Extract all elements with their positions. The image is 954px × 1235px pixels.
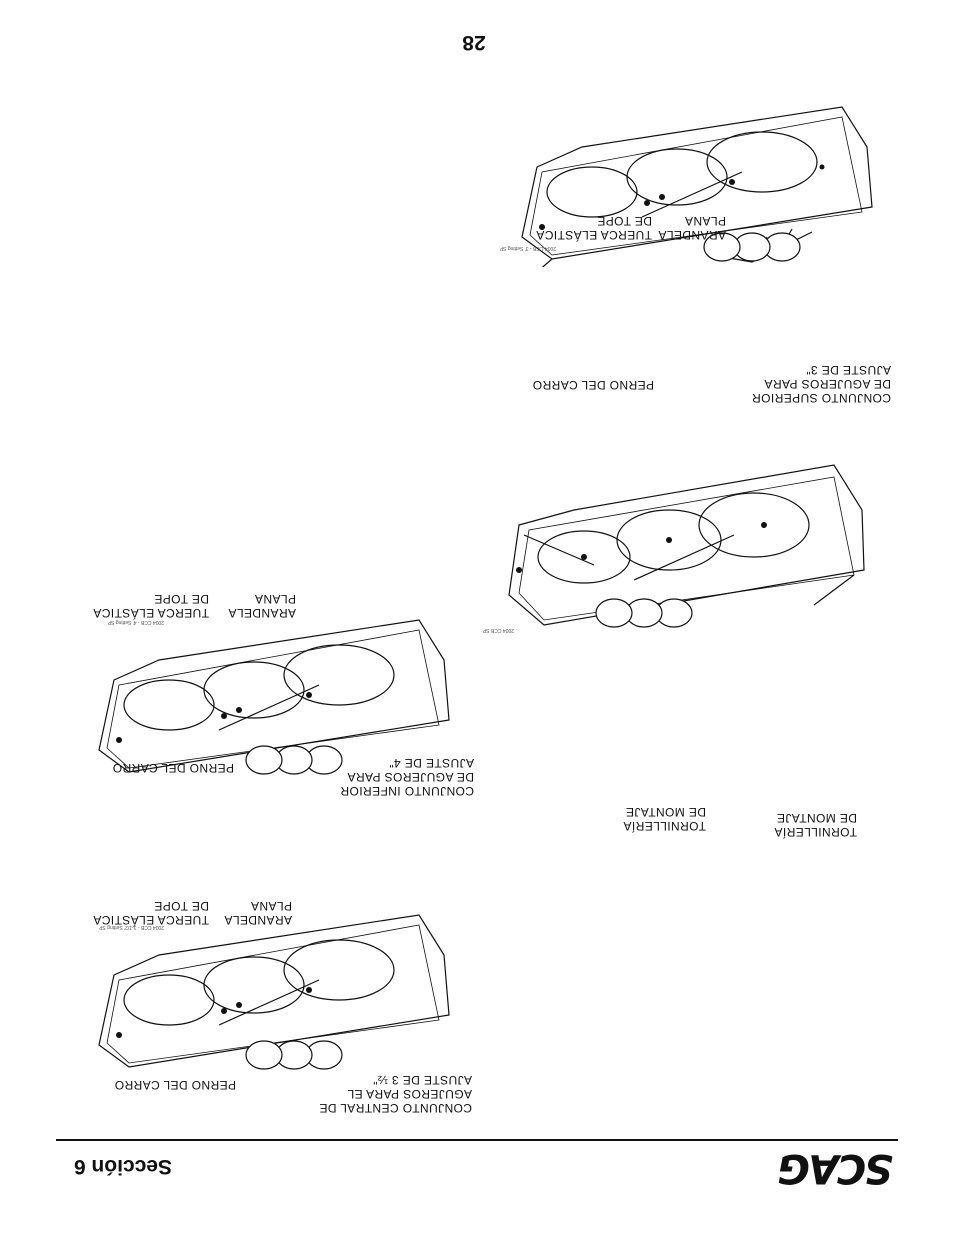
label-hole-assembly: CONJUNTO CENTRAL DE AGUJEROS PARA EL AJU… <box>319 1073 472 1115</box>
label-lock-nut: TUERCA ELÁSTICA DE TOPE <box>92 592 209 620</box>
label-flat-washer: ARANDELA PLANA <box>658 214 726 242</box>
section-title: Sección 6 <box>73 1155 172 1178</box>
figure-id: 2004 CCB SP <box>482 627 514 633</box>
figure-id: 2004 CCB - 3' Setting SP <box>499 245 556 251</box>
label-flat-washer: ARANDELA PLANA <box>224 899 292 927</box>
mower-deck-drawing <box>508 464 865 628</box>
brand-wordmark: SCAG <box>779 1145 893 1191</box>
mower-deck-drawing <box>521 106 873 267</box>
label-carriage-bolt: PERNO DEL CARRO <box>112 761 234 775</box>
header-rule <box>56 1139 898 1141</box>
page-number: 28 <box>462 31 486 54</box>
label-lock-nut: TUERCA ELÁSTICA DE TOPE <box>92 899 209 927</box>
label-mounting-hardware-left: TORNILLERÍA DE MONTAJE <box>774 811 857 839</box>
mower-deck-drawing <box>98 914 450 1070</box>
label-carriage-bolt: PERNO DEL CARRO <box>532 378 654 392</box>
label-carriage-bolt: PERNO DEL CARRO <box>114 1078 236 1092</box>
label-flat-washer: ARANDELA PLANA <box>228 592 296 620</box>
label-lock-nut: TUERCA ELÁSTICA DE TOPE <box>535 214 652 242</box>
mower-deck-drawing <box>98 619 450 775</box>
label-hole-assembly: CONJUNTO SUPERIOR DE AGUJEROS PARA AJUST… <box>751 363 891 405</box>
label-mounting-hardware-right: TORNILLERÍA DE MONTAJE <box>623 805 706 833</box>
label-hole-assembly: CONJUNTO INFERIOR DE AGUJEROS PARA AJUST… <box>340 756 474 798</box>
